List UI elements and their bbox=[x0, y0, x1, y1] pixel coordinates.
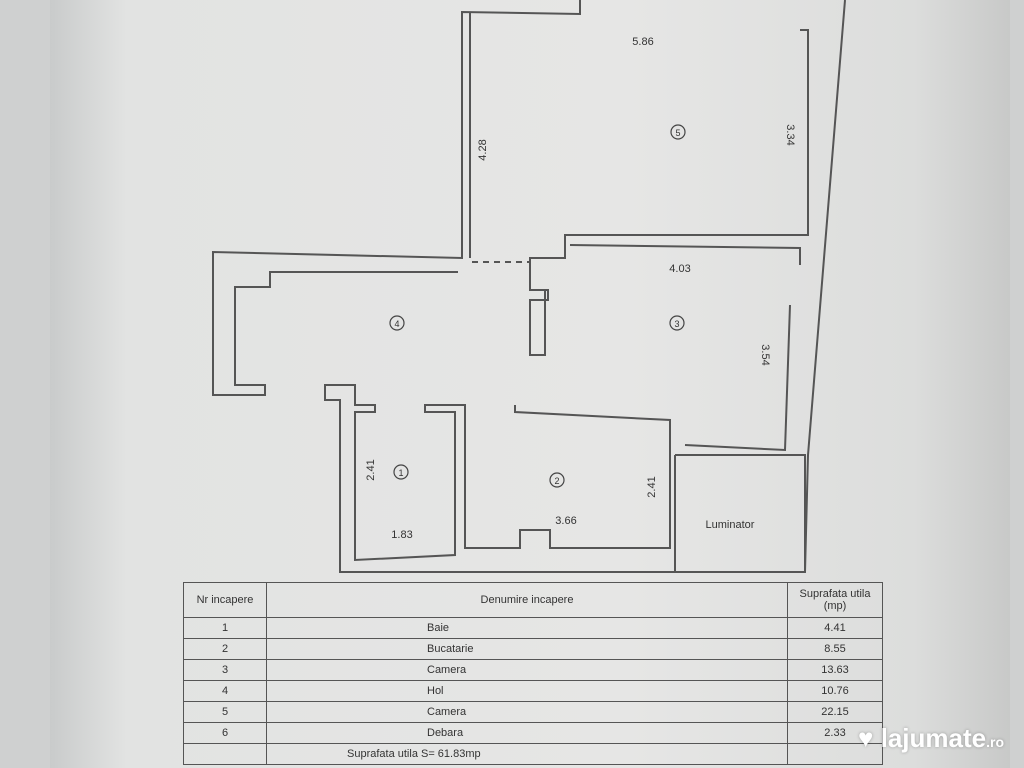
table-total-row: Suprafata utila S= 61.83mp bbox=[183, 743, 883, 765]
room-marker-2 bbox=[549, 472, 565, 488]
dimension-label: 3.54 bbox=[759, 344, 771, 365]
dimension-label: 3.34 bbox=[784, 124, 796, 145]
room-marker-3 bbox=[669, 315, 685, 331]
dimension-label: 4.28 bbox=[477, 139, 489, 160]
room-number: 2 bbox=[554, 476, 559, 486]
dimension-label: 4.03 bbox=[669, 263, 690, 275]
dimension-label: 5.86 bbox=[632, 36, 653, 48]
header-name: Denumire incapere bbox=[266, 582, 788, 618]
room-number: 1 bbox=[398, 468, 403, 478]
room-number: 3 bbox=[674, 319, 679, 329]
dimension-label: 3.66 bbox=[555, 515, 576, 527]
room-marker-5 bbox=[670, 124, 686, 140]
watermark-logo: ♥ lajumate.ro bbox=[857, 723, 1004, 753]
room-marker-4 bbox=[389, 315, 405, 331]
outer-wall bbox=[212, 0, 581, 396]
total-area: Suprafata utila S= 61.83mp bbox=[266, 743, 788, 765]
floor-plan: 5 4 3 1 2 5.86 4.28 3.34 4.03 3.54 2.41 … bbox=[212, 0, 846, 573]
room-marker-1 bbox=[393, 464, 409, 480]
room-number: 4 bbox=[394, 319, 399, 329]
outer-wall-right bbox=[324, 0, 846, 573]
room-number: 5 bbox=[675, 128, 680, 138]
heart-icon: ♥ bbox=[857, 723, 874, 753]
header-nr: Nr incapere bbox=[183, 582, 267, 618]
dimension-label: 1.83 bbox=[391, 529, 412, 541]
table-header: Nr incapere Denumire incapere Suprafata … bbox=[183, 582, 883, 618]
luminator-wall bbox=[674, 454, 806, 572]
room5-wall bbox=[469, 12, 809, 356]
room3-wall bbox=[569, 244, 801, 452]
header-area: Suprafata utila (mp) bbox=[787, 582, 883, 618]
dimension-label: 2.41 bbox=[646, 476, 658, 497]
room-table: Nr incapere Denumire incapere Suprafata … bbox=[183, 582, 883, 765]
dimension-label: 2.41 bbox=[365, 459, 377, 480]
luminator-label: Luminator bbox=[706, 519, 755, 531]
